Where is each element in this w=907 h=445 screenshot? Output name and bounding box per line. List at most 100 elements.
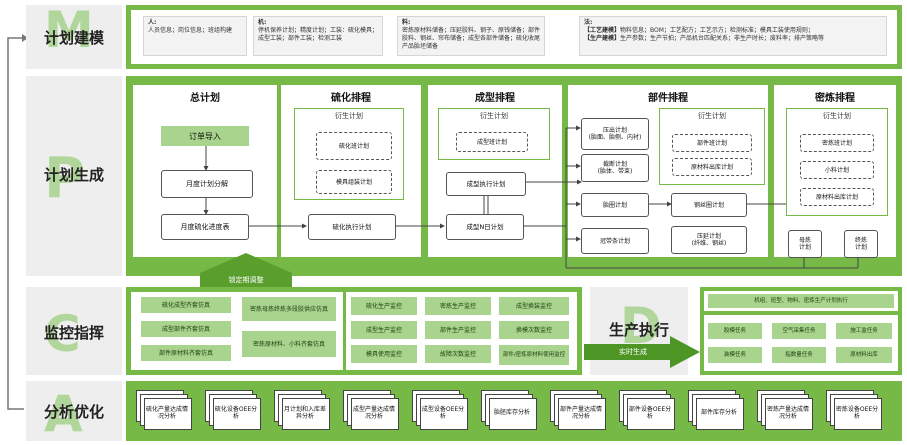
exec-task-5[interactable]: 指数量任务 (772, 347, 826, 363)
exec-task-2[interactable]: 空气采集任务 (772, 323, 826, 339)
row-letter-p: P (44, 146, 86, 211)
mixing-master-node[interactable]: 母炼 计划 (788, 230, 822, 258)
monitor-item-7[interactable]: 模具使用监控 (351, 345, 417, 363)
exec-task-3[interactable]: 施工监任务 (836, 323, 892, 339)
analysis-report-label: 部件产量达成情况分析 (559, 405, 602, 421)
analysis-report-label: 硫化产量达成情况分析 (145, 405, 188, 421)
card-method-tag2: 【生产建模】 (584, 35, 621, 42)
monitor-item-2[interactable]: 密炼生产监控 (425, 297, 491, 315)
card-method-line2: 生产参数；生产节拍；产品机台匹配关系；非生产时长；废料率；排产策略等 (620, 35, 825, 42)
parts-press-out-node[interactable]: 压出计划 (胎面、胎侧、内衬) (581, 118, 649, 150)
parts-calender-node[interactable]: 压延计划 (纤维、钢丝) (671, 226, 747, 254)
report-page-shape (696, 398, 744, 430)
analysis-report-label: 部件设备OEE分析 (628, 405, 672, 421)
lock-adjust-arrow (200, 253, 292, 289)
report-page-shape (627, 398, 675, 430)
model-panel-inner: 人: 人员信息；岗位信息；班组构建 机: 停机保养计划；精度计划；工装：硫化模具… (131, 10, 897, 64)
vulc-derived-title: 衍生计划 (335, 112, 363, 120)
card-people-body: 人员信息；岗位信息；班组构建 (148, 27, 233, 34)
report-page-shape (489, 398, 537, 430)
analysis-report-4[interactable]: 成型产量达成情况分析 (343, 390, 399, 430)
col-title-mixing: 密炼排程 (815, 93, 855, 104)
col-title-vulc: 硫化排程 (331, 93, 371, 104)
monitor-item-1[interactable]: 硫化生产监控 (351, 297, 417, 315)
analysis-report-11[interactable]: 密炼设备OEE分析 (826, 390, 882, 430)
parts-bead-node[interactable]: 胎圈计划 (581, 193, 649, 217)
col-title-forming: 成型排程 (475, 93, 515, 104)
monitor-item-4[interactable]: 成型生产监控 (351, 321, 417, 339)
monitor-item-9[interactable]: 部件/密炼原材料使用监控 (499, 345, 569, 365)
report-page-shape (420, 398, 468, 430)
analysis-report-8[interactable]: 部件设备OEE分析 (619, 390, 675, 430)
mixing-raw-out-node[interactable]: 原材料出库计划 (800, 188, 874, 206)
mixing-shift-node[interactable]: 密炼班计划 (800, 134, 874, 152)
sim-item-5[interactable]: 密炼原材料、小料齐套仿真 (242, 331, 336, 357)
sim-item-2[interactable]: 密炼母炼终炼多段胶供应仿真 (242, 297, 336, 321)
parts-derived-title: 衍生计划 (698, 112, 726, 120)
analysis-report-9[interactable]: 部件库存分析 (688, 390, 744, 430)
analysis-report-label: 成型设备OEE分析 (421, 405, 465, 421)
row-label-monitor: C 监控指挥 (26, 287, 122, 375)
analysis-report-7[interactable]: 部件产量达成情况分析 (550, 390, 606, 430)
card-method-head: 法: (584, 19, 593, 26)
mixing-small-node[interactable]: 小料计划 (800, 161, 874, 179)
report-page-shape (351, 398, 399, 430)
exec-task-4[interactable]: 装模任务 (708, 347, 762, 363)
parts-shift-node[interactable]: 部件班计划 (672, 134, 752, 152)
forming-nday-node[interactable]: 成型N日计划 (446, 214, 524, 240)
analysis-report-label: 密炼产量达成情况分析 (766, 405, 809, 421)
exec-task-6[interactable]: 原材料出库 (836, 347, 892, 363)
card-machine-head: 机: (258, 19, 267, 26)
exec-task-1[interactable]: 胶模任务 (708, 323, 762, 339)
mixing-final-node[interactable]: 终炼 计划 (844, 230, 878, 258)
analysis-report-label: 部件库存分析 (700, 409, 737, 417)
analysis-report-5[interactable]: 成型设备OEE分析 (412, 390, 468, 430)
row-title-plan-gen: 计划生成 (43, 166, 104, 184)
parts-raw-out-node[interactable]: 原材料出库计划 (672, 158, 752, 176)
analysis-report-label: 密炼设备OEE分析 (835, 405, 879, 421)
exec-title: 生产执行 (608, 321, 669, 339)
card-method-tag1: 【工艺建模】 (584, 27, 621, 34)
plan-gen-panel: 总计划 硫化排程 成型排程 部件排程 密炼排程 (126, 76, 902, 276)
parts-cutting-node[interactable]: 裁断计划 (胎体、带束) (581, 154, 649, 182)
vulc-shift-node[interactable]: 硫化班计划 (316, 132, 392, 160)
monitor-item-3[interactable]: 成型换装监控 (499, 297, 569, 315)
forming-derived-title: 衍生计划 (480, 112, 508, 120)
card-material: 料: 密炼原材料储备；压延胶料、钢子、原钱储备；部件胶料、钢丝、帘布储备；成型各… (397, 16, 545, 56)
analysis-report-10[interactable]: 密炼产量达成情况分析 (757, 390, 813, 430)
card-people: 人: 人员信息；岗位信息；班组构建 (143, 16, 247, 56)
report-page-shape (213, 398, 261, 430)
row-letter-m: M (44, 1, 94, 59)
card-people-head: 人: (148, 19, 157, 26)
row-title-monitor: 监控指挥 (43, 324, 104, 342)
order-import-button[interactable]: 订单导入 (161, 126, 249, 146)
analysis-report-3[interactable]: 月计划和入库差异分析 (274, 390, 330, 430)
month-vulc-node[interactable]: 月度硫化进度表 (161, 214, 249, 240)
analysis-report-2[interactable]: 硫化设备OEE分析 (205, 390, 261, 430)
card-material-body: 密炼原材料储备；压延胶料、钢子、原钱储备；部件胶料、钢丝、帘布储备；成型各部件储… (402, 27, 541, 50)
parts-strip-node[interactable]: 冠带条计划 (581, 228, 649, 254)
forming-shift-node[interactable]: 成型班计划 (456, 132, 528, 152)
monitor-item-8[interactable]: 故障次数监控 (425, 345, 491, 363)
parts-wire-ring-node[interactable]: 钢丝圈计划 (671, 193, 747, 217)
report-page-shape (282, 398, 330, 430)
vulc-exec-node[interactable]: 硫化执行计划 (308, 214, 396, 240)
analysis-report-1[interactable]: 硫化产量达成情况分析 (136, 390, 192, 430)
sim-item-4[interactable]: 部件原材料齐套仿真 (141, 345, 231, 361)
mixing-derived-title: 衍生计划 (823, 112, 851, 120)
monitor-item-6[interactable]: 换模次数监控 (499, 321, 569, 339)
card-method-line1: 物料信息；BOM；工艺配方；工艺示方；检测标准；模具工装使用规则； (620, 27, 814, 34)
realtime-label: 实时生成 (619, 348, 647, 356)
analysis-report-label: 胎胚库存分析 (493, 409, 530, 417)
forming-exec-node[interactable]: 成型执行计划 (446, 172, 526, 196)
monitor-item-5[interactable]: 部件生产监控 (425, 321, 491, 339)
sim-item-3[interactable]: 成型部件齐套仿真 (141, 321, 231, 337)
month-split-node[interactable]: 月度计划分解 (161, 170, 253, 198)
model-panel: 人: 人员信息；岗位信息；班组构建 机: 停机保养计划；精度计划；工装：硫化模具… (126, 5, 902, 69)
analysis-report-6[interactable]: 胎胚库存分析 (481, 390, 537, 430)
vulc-mold-node[interactable]: 模具组装计划 (316, 170, 392, 194)
card-machine-body: 停机保养计划；精度计划；工装：硫化模具；成型工装；部件工装；检测工装 (258, 27, 379, 42)
sim-item-1[interactable]: 硫化成型齐套仿真 (141, 297, 231, 313)
report-page-shape (834, 398, 882, 430)
exec-top-item[interactable]: 机组、班型、物料、密炼生产计划执行 (708, 294, 894, 308)
